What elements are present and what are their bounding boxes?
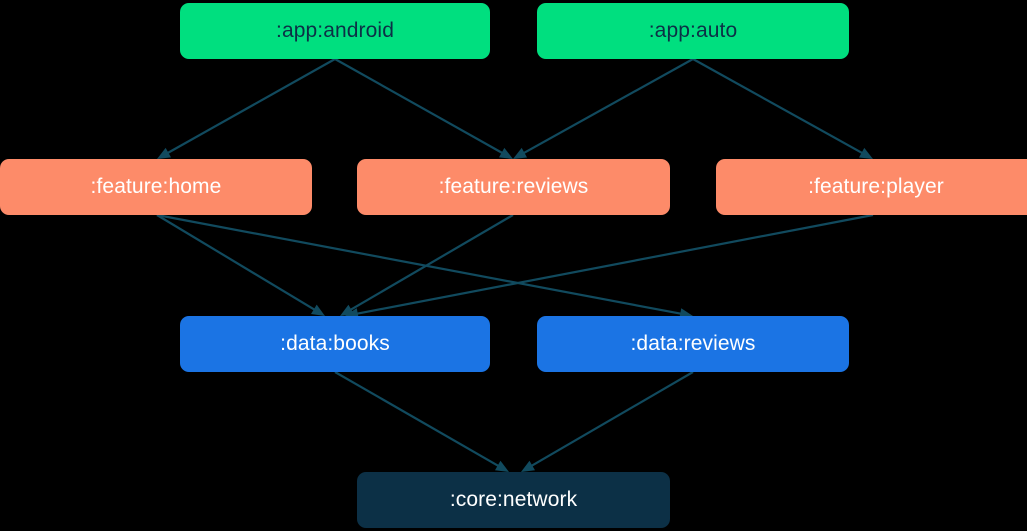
edge-line-app-auto-to-feature-player [692, 58, 864, 155]
node-label: :app:android [276, 19, 394, 42]
arrowhead-icon-app-android-to-feature-home [157, 147, 172, 159]
edge-line-feature-home-to-data-reviews [156, 213, 683, 316]
node-feature-home[interactable]: :feature:home [0, 159, 312, 215]
edge-line-feature-player-to-data-books [355, 213, 874, 316]
edge-line-app-auto-to-feature-reviews [522, 58, 694, 155]
node-app-auto[interactable]: :app:auto [537, 3, 849, 59]
arrowhead-icon-data-books-to-core-network [494, 460, 509, 472]
node-label: :data:books [280, 332, 390, 355]
node-feature-reviews[interactable]: :feature:reviews [357, 159, 670, 215]
node-label: :feature:player [808, 175, 944, 198]
arrowhead-icon-app-android-to-feature-reviews [498, 147, 513, 159]
node-label: :data:reviews [630, 332, 756, 355]
arrowhead-icon-app-auto-to-feature-player [858, 147, 873, 159]
node-label: :feature:reviews [438, 175, 589, 198]
edge-line-feature-reviews-to-data-books [348, 214, 514, 312]
arrowhead-icon-app-auto-to-feature-reviews [513, 147, 528, 159]
node-label: :core:network [449, 488, 578, 511]
node-data-reviews[interactable]: :data:reviews [537, 316, 849, 372]
edge-line-data-reviews-to-core-network [529, 371, 694, 468]
edge-line-app-android-to-feature-reviews [334, 58, 504, 155]
edge-line-feature-home-to-data-books [156, 214, 317, 312]
node-feature-player[interactable]: :feature:player [716, 159, 1027, 215]
node-label: :feature:home [90, 175, 222, 198]
node-label: :app:auto [648, 19, 738, 42]
arrowhead-icon-data-reviews-to-core-network [521, 460, 536, 472]
edge-line-data-books-to-core-network [334, 371, 501, 468]
edge-line-app-android-to-feature-home [166, 58, 336, 155]
node-data-books[interactable]: :data:books [180, 316, 490, 372]
node-app-android[interactable]: :app:android [180, 3, 490, 59]
node-core-network[interactable]: :core:network [357, 472, 670, 528]
arrowhead-icon-feature-home-to-data-books [311, 304, 325, 316]
